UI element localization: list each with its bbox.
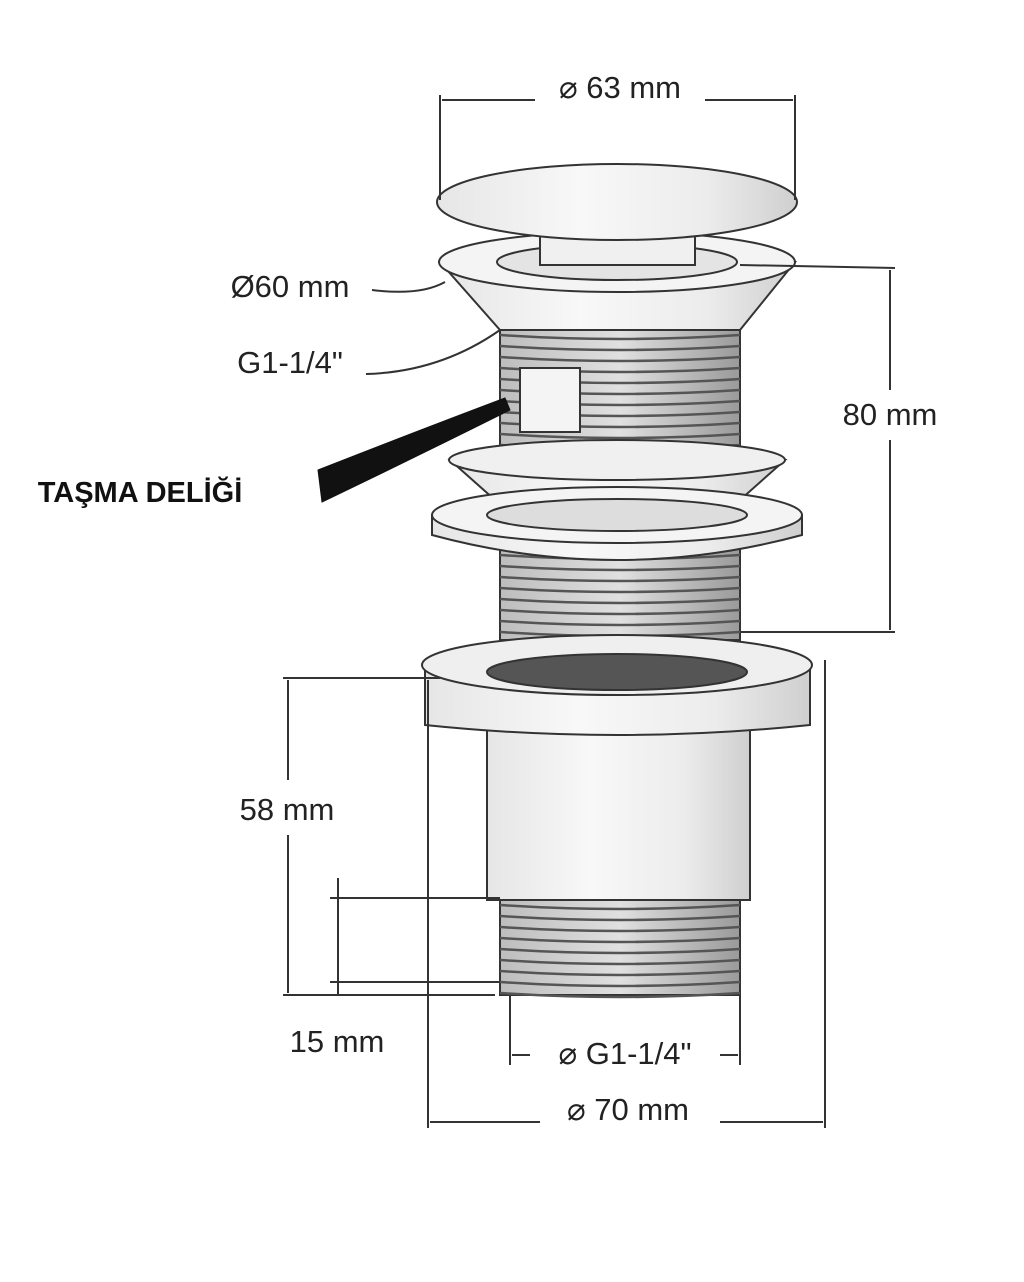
top-thread-label: G1-1/4" [237,345,343,380]
nut-height-label: 58 mm [240,792,335,827]
dimension-lines [283,95,896,1128]
nut-diameter-label: ⌀ 70 mm [567,1092,689,1127]
cap-diameter-label: ⌀ 63 mm [559,70,681,105]
flange [437,231,798,331]
flange-diameter-label: Ø60 mm [231,269,350,304]
thread-ridge [499,936,741,944]
thread-ridge [499,903,741,911]
height-total-label: 80 mm [843,397,938,432]
thread-ridge [499,914,741,922]
thread-ridge [499,575,741,583]
thread-ridge [499,619,741,627]
thread-ridge [499,432,741,440]
pop-up-cap [436,163,798,241]
thread-ridge [499,608,741,616]
bottom-nut [421,634,813,999]
thread-ridge [499,333,741,341]
thread-ridge [499,564,741,572]
thread-ridge [499,991,741,999]
thread-length-label: 15 mm [290,1024,385,1059]
thread-ridge [499,344,741,352]
thread-ridge [499,586,741,594]
thread-ridge [499,947,741,955]
thread-ridge [499,958,741,966]
overflow-arrow [317,397,511,503]
thread-ridge [499,597,741,605]
bottom-thread-label: ⌀ G1-1/4" [558,1036,691,1071]
thread-ridge [499,355,741,363]
ring-washer [431,486,803,561]
overflow-label: TAŞMA DELİĞİ [38,475,243,509]
thread-ridge [499,969,741,977]
thread-ridge [499,925,741,933]
thread-ridge [499,980,741,988]
overflow-hole [519,367,581,433]
